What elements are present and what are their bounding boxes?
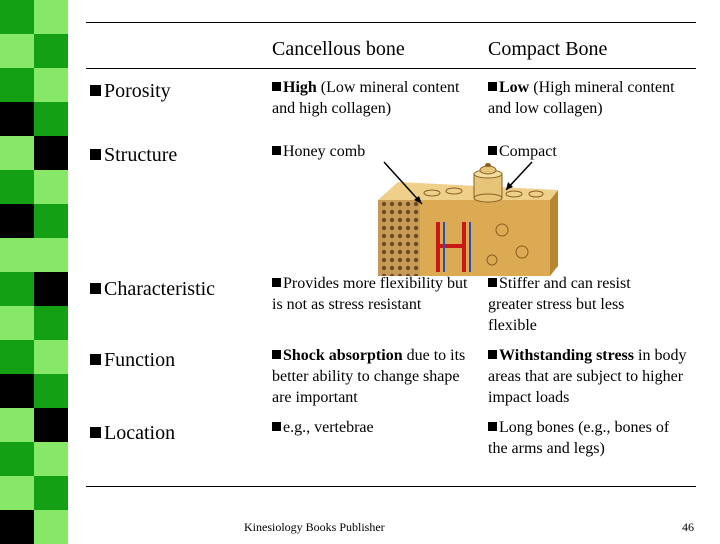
table-bottom-rule xyxy=(86,486,696,487)
bullet-icon xyxy=(90,149,101,160)
stripe-square xyxy=(0,510,34,544)
stripe-square xyxy=(34,442,68,476)
cell-porosity-compact: Low (High mineral content and low collag… xyxy=(488,77,688,119)
bullet-icon xyxy=(90,354,101,365)
stripe-square xyxy=(34,374,68,408)
cell-location-compact: Long bones (e.g., bones of the arms and … xyxy=(488,417,688,459)
stripe-square xyxy=(0,34,34,68)
row-label-text: Characteristic xyxy=(104,278,216,300)
stripe-square xyxy=(34,136,68,170)
footer-publisher: Kinesiology Books Publisher xyxy=(244,520,385,534)
cell-text: Stiffer and can resist greater stress bu… xyxy=(488,275,631,334)
column-header-cancellous: Cancellous bone xyxy=(272,38,405,60)
row-label-location: Location xyxy=(90,422,175,445)
stripe-square xyxy=(34,204,68,238)
stripe-square xyxy=(0,0,34,34)
row-label-porosity: Porosity xyxy=(90,80,171,103)
stripe-square xyxy=(34,102,68,136)
stripe-square xyxy=(0,238,34,272)
stripe-square xyxy=(34,68,68,102)
bullet-icon xyxy=(488,422,497,431)
row-label-function: Function xyxy=(90,349,175,372)
stripe-square xyxy=(0,136,34,170)
column-header-compact: Compact Bone xyxy=(488,38,608,60)
row-label-text: Function xyxy=(104,349,176,371)
cell-function-compact: Withstanding stress in body areas that a… xyxy=(488,345,688,408)
stripe-square xyxy=(0,442,34,476)
cell-characteristic-compact: Stiffer and can resist greater stress bu… xyxy=(488,273,663,336)
bullet-icon xyxy=(488,146,497,155)
stripe-square xyxy=(0,68,34,102)
stripe-square xyxy=(0,102,34,136)
table-header-rule xyxy=(86,68,696,69)
decorative-stripe xyxy=(0,0,68,544)
stripe-square xyxy=(0,374,34,408)
row-label-text: Location xyxy=(104,422,176,444)
cell-text: Compact xyxy=(499,143,557,160)
cell-text: due to its better ability to change shap… xyxy=(272,347,466,406)
stripe-square xyxy=(34,0,68,34)
cell-text: in body areas that are subject to higher… xyxy=(488,347,687,406)
row-label-text: Structure xyxy=(104,144,178,166)
bullet-icon xyxy=(272,422,281,431)
cell-text: (Low mineral content and high collagen) xyxy=(272,79,460,117)
cell-text: e.g., vertebrae xyxy=(283,419,374,436)
stripe-square xyxy=(34,510,68,544)
cell-location-cancellous: e.g., vertebrae xyxy=(272,417,472,438)
page-number: 46 xyxy=(682,520,694,534)
bullet-icon xyxy=(90,283,101,294)
stripe-square xyxy=(0,408,34,442)
bullet-icon xyxy=(488,350,497,359)
bullet-icon xyxy=(272,278,281,287)
stripe-square xyxy=(0,306,34,340)
bullet-icon xyxy=(488,278,497,287)
stripe-square xyxy=(0,170,34,204)
bullet-icon xyxy=(90,85,101,96)
cell-text: Honey comb xyxy=(283,143,366,160)
cell-structure-compact: Compact xyxy=(488,141,688,162)
cell-bold-text: Shock absorption xyxy=(283,347,403,364)
cell-text: (High mineral content and low collagen) xyxy=(488,79,675,117)
bullet-icon xyxy=(488,82,497,91)
stripe-square xyxy=(34,170,68,204)
cell-characteristic-cancellous: Provides more flexibility but is not as … xyxy=(272,273,477,315)
stripe-square xyxy=(0,204,34,238)
stripe-square xyxy=(34,340,68,374)
cell-text: Long bones (e.g., bones of the arms and … xyxy=(488,419,670,457)
stripe-square xyxy=(34,306,68,340)
cell-bold-text: High xyxy=(283,79,317,96)
stripe-square xyxy=(34,272,68,306)
stripe-square xyxy=(0,340,34,374)
cell-bold-text: Withstanding stress xyxy=(499,347,634,364)
cell-function-cancellous: Shock absorption due to its better abili… xyxy=(272,345,472,408)
stripe-square xyxy=(34,34,68,68)
bullet-icon xyxy=(90,427,101,438)
bullet-icon xyxy=(272,146,281,155)
cell-text: Provides more flexibility but is not as … xyxy=(272,275,468,313)
stripe-square xyxy=(0,272,34,306)
cell-bold-text: Low xyxy=(499,79,530,96)
cell-structure-cancellous: Honey comb xyxy=(272,141,472,162)
stripe-square xyxy=(34,476,68,510)
stripe-square xyxy=(0,476,34,510)
table-top-rule xyxy=(86,22,696,23)
bullet-icon xyxy=(272,82,281,91)
bone-cross-section-image xyxy=(378,161,558,276)
cell-porosity-cancellous: High (Low mineral content and high colla… xyxy=(272,77,472,119)
stripe-square xyxy=(34,238,68,272)
row-label-structure: Structure xyxy=(90,144,177,167)
bullet-icon xyxy=(272,350,281,359)
stripe-square xyxy=(34,408,68,442)
row-label-characteristic: Characteristic xyxy=(90,278,215,301)
row-label-text: Porosity xyxy=(104,80,171,102)
